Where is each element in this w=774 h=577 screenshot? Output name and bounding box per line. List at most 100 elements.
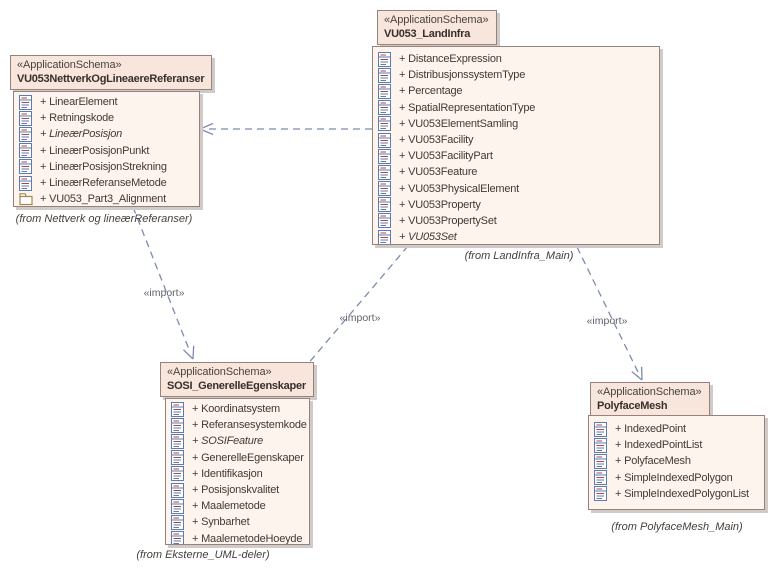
list-item[interactable]: + GenerelleEgenskaper [166,450,309,466]
item-label: + Posisjonskvalitet [192,484,279,497]
item-label: + SOSIFeature [192,435,264,448]
class-icon [171,514,184,530]
package-stereotype: «ApplicationSchema» [384,14,489,26]
class-icon [378,181,391,197]
list-item[interactable]: + VU053FacilityPart [373,148,659,164]
list-item[interactable]: + VU053PropertySet [373,213,659,229]
list-item[interactable]: + VU053Set [373,229,659,244]
list-item[interactable]: + Synbarhet [166,514,309,530]
list-item[interactable]: + SOSIFeature [166,433,309,449]
package-caption: (from Nettverk og lineærReferanser) [15,213,193,225]
list-item[interactable]: + SimpleIndexedPolygon [589,470,764,486]
item-label: + LineærReferanseMetode [40,177,167,190]
item-label: + LinearElement [40,96,118,109]
import-label[interactable]: «import» [143,287,185,299]
class-icon [171,433,184,449]
list-item[interactable]: + LinearElement [14,94,199,110]
item-label: + Maalemetode [192,500,266,513]
class-icon [378,67,391,83]
class-icon [594,437,607,453]
item-label: + LineærPosisjonPunkt [40,144,150,157]
package-tab[interactable]: «ApplicationSchema» VU053NettverkOgLinea… [10,55,213,90]
item-label: + VU053FacilityPart [399,150,493,163]
class-icon [378,132,391,148]
item-label: + VU053Property [399,198,481,211]
package-tab[interactable]: «ApplicationSchema» VU053_LandInfra [377,10,497,45]
class-icon [378,229,391,244]
class-icon [19,143,32,159]
class-icon [171,466,184,482]
package-body[interactable]: + Koordinatsystem + Referansesystemkode + … [165,398,310,545]
list-item[interactable]: + IndexedPointList [589,437,764,453]
package-name: VU053_LandInfra [384,28,471,40]
list-item[interactable]: + Percentage [373,83,659,99]
package-caption: (from PolyfaceMesh_Main) [611,521,743,533]
package-stereotype: «ApplicationSchema» [167,366,272,378]
list-item[interactable]: + VU053Facility [373,132,659,148]
list-item[interactable]: + Retningskode [14,110,199,126]
list-item[interactable]: + LineærPosisjon [14,126,199,142]
list-item[interactable]: + LineærPosisjonPunkt [14,143,199,159]
list-item[interactable]: + IndexedPoint [589,421,764,437]
import-label[interactable]: «import» [586,315,628,327]
package-body[interactable]: + IndexedPoint+ IndexedPointList+ Polyfa… [588,415,765,510]
list-item[interactable]: + VU053_Part3_Alignment [14,191,199,206]
item-label: + GenerelleEgenskaper [192,451,304,464]
list-item[interactable]: + Identifikasjon [166,466,309,482]
list-item[interactable]: + SimpleIndexedPolygonList [589,486,764,502]
import-connector-nettverk-to-sosi[interactable] [132,206,195,360]
item-label: + DistanceExpression [399,53,502,66]
list-item[interactable]: + VU053Feature [373,164,659,180]
item-label: + Referansesystemkode [192,419,307,432]
package-name: PolyfaceMesh [597,400,668,412]
item-label: + Retningskode [40,112,114,125]
list-item[interactable]: + VU053ElementSamling [373,116,659,132]
list-item[interactable]: + Referansesystemkode [166,417,309,433]
item-label: + SimpleIndexedPolygonList [615,487,749,500]
package-tab[interactable]: «ApplicationSchema» SOSI_GenerelleEgensk… [160,362,314,397]
list-item[interactable]: + Posisjonskvalitet [166,482,309,498]
class-icon [19,175,32,191]
list-item[interactable]: + PolyfaceMesh [589,453,764,469]
class-icon [171,450,184,466]
class-icon [594,486,607,502]
package-body[interactable]: + LinearElement+ Retningskode+ LineærPos… [13,91,200,207]
item-label: + VU053Feature [399,166,478,179]
package-tab[interactable]: «ApplicationSchema» PolyfaceMesh [590,382,710,417]
class-icon [378,197,391,213]
import-connector-landinfra-to-nettverk[interactable] [199,122,372,136]
list-item[interactable]: + Maalemetode [166,498,309,514]
import-label[interactable]: «import» [339,312,381,324]
item-label: + DistribusjonssystemType [399,69,526,82]
item-label: + VU053PropertySet [399,214,497,227]
class-icon [378,148,391,164]
list-item[interactable]: + VU053PhysicalElement [373,181,659,197]
class-icon [594,421,607,437]
class-icon [378,51,391,67]
list-item[interactable]: + LineærReferanseMetode [14,175,199,191]
list-item[interactable]: + VU053Property [373,197,659,213]
class-icon [378,83,391,99]
list-item[interactable]: + MaalemetodeHoeyde [166,531,309,545]
class-icon [19,126,32,142]
list-item[interactable]: + Koordinatsystem [166,401,309,417]
package-caption: (from LandInfra_Main) [464,250,574,262]
class-icon [378,100,391,116]
list-item[interactable]: + SpatialRepresentationType [373,100,659,116]
package-stereotype: «ApplicationSchema» [17,59,122,71]
item-label: + SpatialRepresentationType [399,101,536,114]
list-item[interactable]: + LineærPosisjonStrekning [14,159,199,175]
class-icon [594,453,607,469]
item-label: + MaalemetodeHoeyde [192,532,303,545]
item-label: + Koordinatsystem [192,403,281,416]
item-label: + IndexedPoint [615,423,686,436]
list-item[interactable]: + DistribusjonssystemType [373,67,659,83]
import-connector-landinfra-to-polyfacemesh[interactable] [576,246,643,381]
class-icon [378,213,391,229]
class-icon [171,417,184,433]
package-body[interactable]: + DistanceExpression + Distribusjonssyste… [372,46,660,245]
class-icon [171,531,184,544]
list-item[interactable]: + DistanceExpression [373,51,659,67]
package-stereotype: «ApplicationSchema» [597,386,702,398]
